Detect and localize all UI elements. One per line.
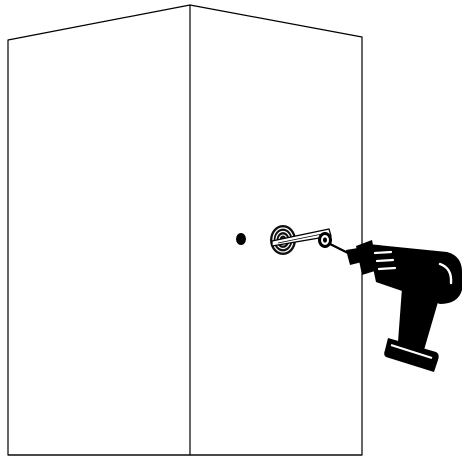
cabinet [7,4,363,456]
drill-trigger [404,288,416,306]
screw [271,228,332,248]
mounting-hole [236,233,246,245]
cabinet-left-panel [7,4,191,456]
drill-vents [373,250,397,271]
power-drill [356,240,462,372]
